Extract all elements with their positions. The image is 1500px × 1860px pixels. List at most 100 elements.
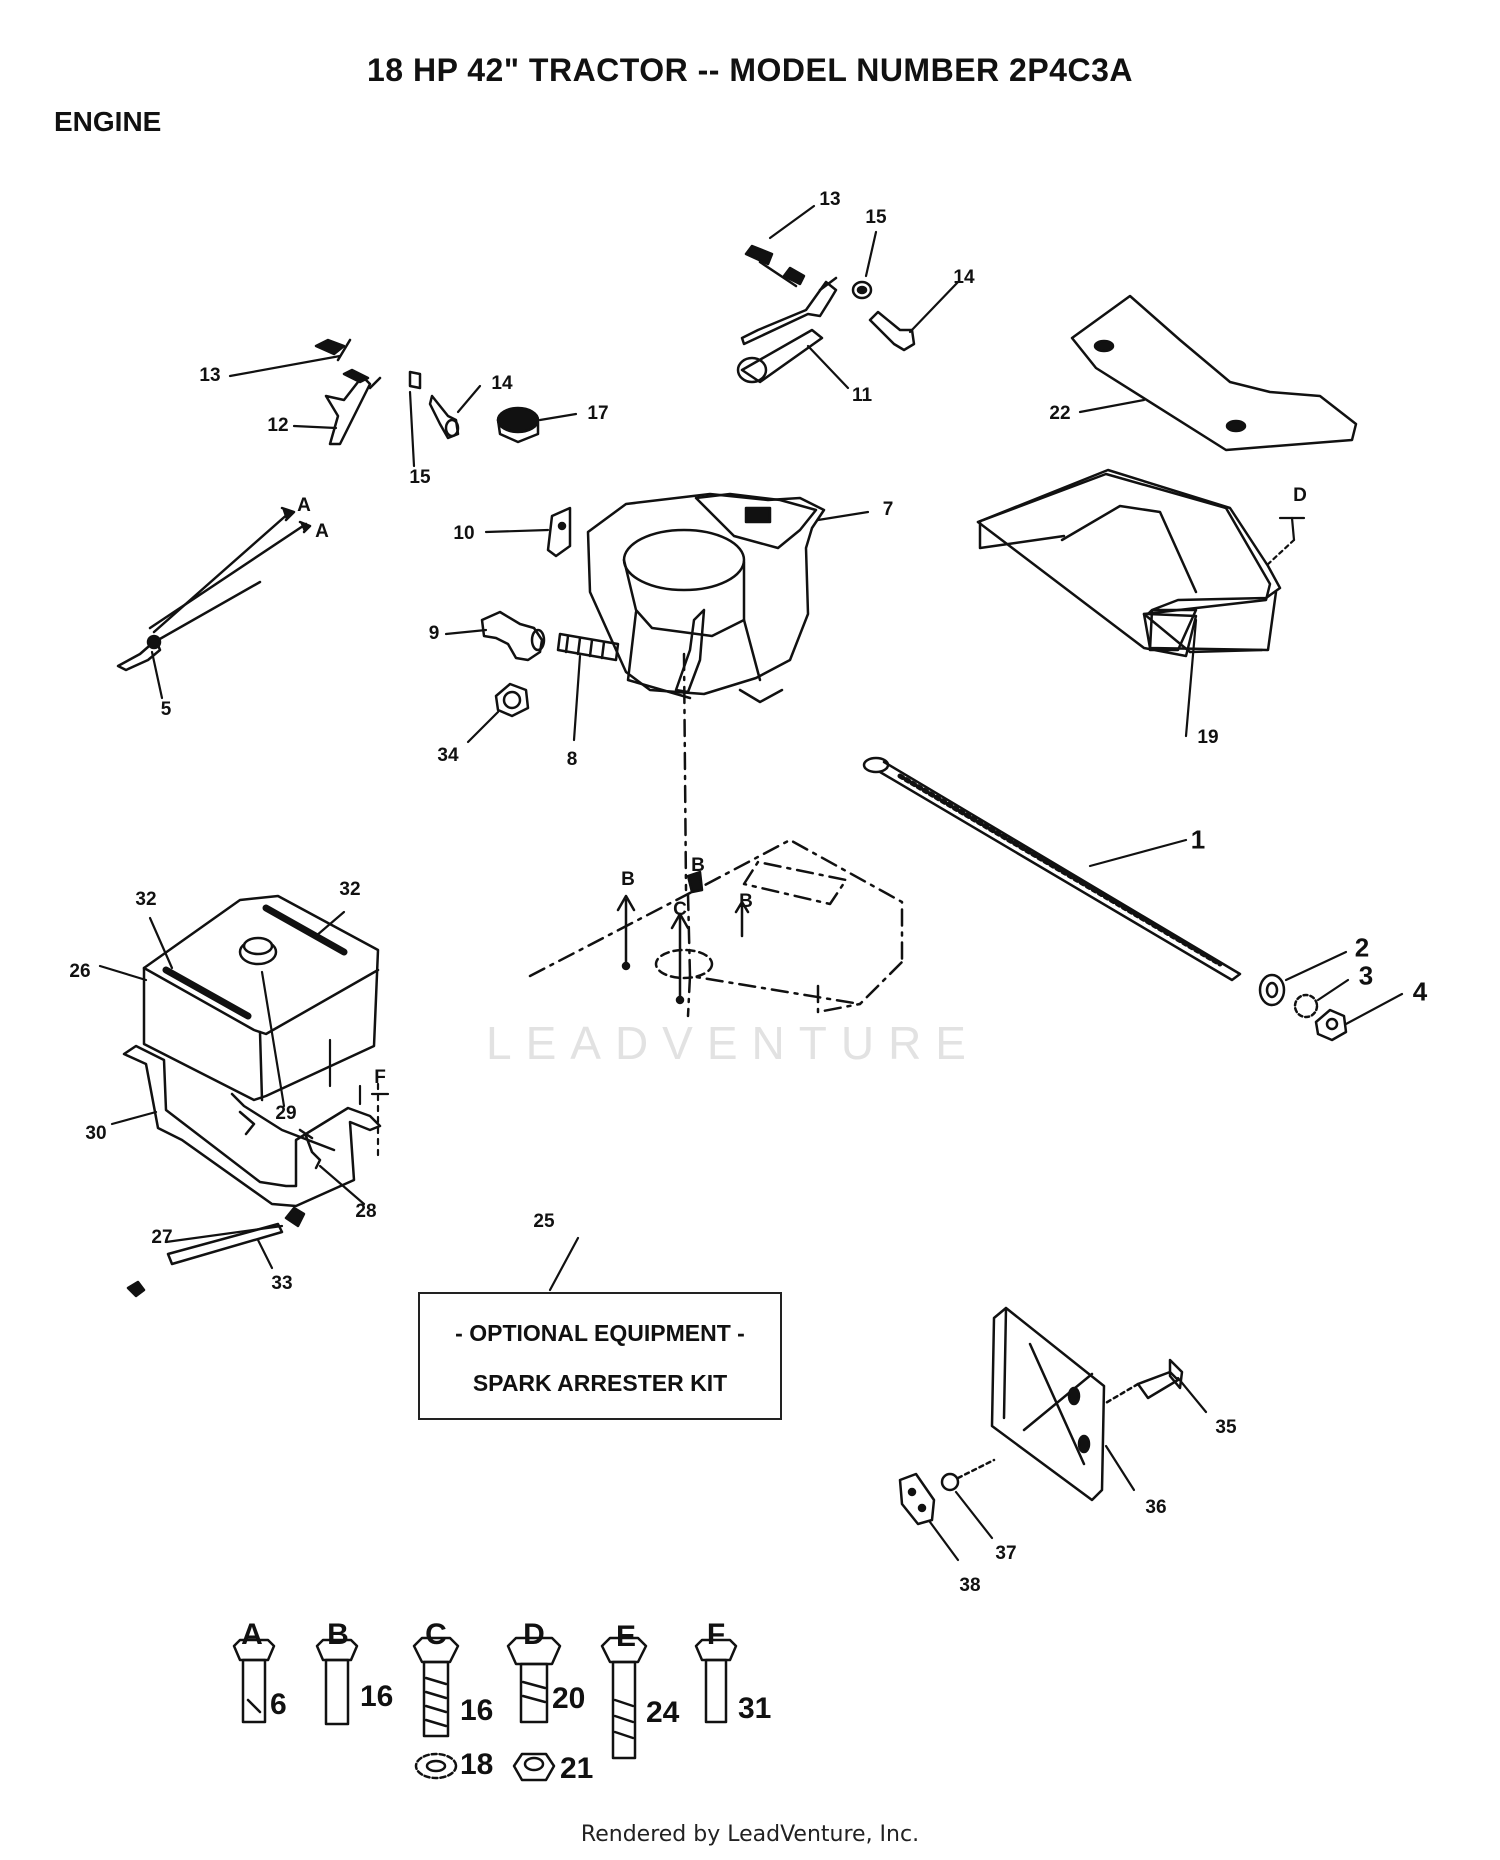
part-7-engine [586,492,826,704]
part-19-panel [976,468,1282,658]
part-4-nut [1314,1008,1348,1042]
callout-36[interactable]: 36 [1145,1497,1167,1518]
part-15-washer-right [851,280,873,300]
part-8-pipe [556,632,620,662]
part-26-fuel-tank [142,894,380,1102]
part-9-elbow [480,610,546,662]
callout-D[interactable]: D [1293,485,1307,506]
hardware-letter-C: C [425,1618,447,1651]
part-35-bolt [1102,1358,1184,1406]
part-34-cap [494,682,530,718]
hardware-part-18[interactable]: 18 [460,1748,494,1781]
hardware-letter-F: F [706,1618,726,1651]
callout-17[interactable]: 17 [587,403,609,424]
hardware-part-16[interactable]: 16 [360,1680,394,1713]
part-22-shroud [1070,294,1358,452]
part-10-bracket [546,506,572,558]
leader-lines [98,204,1404,1562]
callout-A[interactable]: A [297,495,311,516]
tractor-frame [528,652,904,1018]
part-14-bolt-left [428,394,460,440]
lockwasher-18 [414,1752,458,1780]
optional-equipment-box: - OPTIONAL EQUIPMENT - SPARK ARRESTER KI… [418,1292,782,1420]
hardware-part-21[interactable]: 21 [560,1752,594,1785]
callout-27[interactable]: 27 [151,1227,173,1248]
part-14-bolt-right [868,310,916,352]
hardware-key [232,1636,738,1782]
callout-35[interactable]: 35 [1215,1417,1237,1438]
callout-13[interactable]: 13 [199,365,221,386]
part-37-nut [940,1458,996,1492]
callout-3[interactable]: 3 [1358,960,1374,991]
callout-12[interactable]: 12 [267,415,289,436]
hardware-part-20[interactable]: 20 [552,1682,586,1715]
watermark: LEADVENTURE [486,1017,980,1069]
spark-arrester-label: SPARK ARRESTER KIT [472,1370,728,1396]
callout-13[interactable]: 13 [819,189,841,210]
callout-30[interactable]: 30 [85,1123,107,1144]
hardware-part-6[interactable]: 6 [270,1688,287,1721]
part-5-cable [116,506,312,672]
hardware-part-16[interactable]: 16 [460,1694,494,1727]
callout-22[interactable]: 22 [1049,403,1071,424]
bolt-E [600,1636,648,1760]
frame-bolts [616,870,750,1005]
callout-B[interactable]: B [621,869,635,890]
hardware-letter-B: B [327,1618,349,1651]
hardware-letter-A: A [241,1618,263,1651]
callout-15[interactable]: 15 [409,467,431,488]
part-30-tank-strap [122,1044,382,1208]
callout-34[interactable]: 34 [437,745,459,766]
bolt-F [694,1638,738,1724]
optional-equipment-label: - OPTIONAL EQUIPMENT - [455,1320,745,1346]
footer-credit: Rendered by LeadVenture, Inc. [580,1822,920,1847]
callout-5[interactable]: 5 [160,699,172,720]
callout-33[interactable]: 33 [271,1273,293,1294]
locknut-21 [512,1752,556,1782]
part-15-washer-left [408,370,422,390]
page-title: 18 HP 42" TRACTOR -- MODEL NUMBER 2P4C3A [367,52,1133,88]
callout-32[interactable]: 32 [339,879,361,900]
callout-2[interactable]: 2 [1354,932,1370,963]
part-3-lockwasher [1293,993,1319,1019]
callout-26[interactable]: 26 [69,961,91,982]
callout-7[interactable]: 7 [882,499,894,520]
callout-C[interactable]: C [673,899,687,920]
part-2-washer [1258,973,1286,1007]
callout-14[interactable]: 14 [953,267,975,288]
part-1-rod [862,756,1242,982]
hardware-letter-D: D [523,1618,545,1651]
bolt-D [506,1636,562,1724]
callout-25[interactable]: 25 [533,1211,555,1232]
hardware-part-31[interactable]: 31 [738,1692,772,1725]
callout-A[interactable]: A [315,521,329,542]
callout-19[interactable]: 19 [1197,727,1219,748]
callout-F[interactable]: F [374,1067,386,1088]
part-36-screen [990,1306,1106,1502]
part-27-clamp [126,1206,306,1298]
callout-14[interactable]: 14 [491,373,513,394]
part-33-hose [166,1222,284,1266]
callout-1[interactable]: 1 [1190,824,1206,855]
callout-15[interactable]: 15 [865,207,887,228]
callout-9[interactable]: 9 [428,623,440,644]
callout-B[interactable]: B [739,891,753,912]
callout-8[interactable]: 8 [566,749,578,770]
callout-4[interactable]: 4 [1412,976,1428,1007]
bolt-A [232,1638,276,1724]
callout-37[interactable]: 37 [995,1543,1017,1564]
bolt-B [315,1638,359,1726]
bolt-C [412,1636,460,1738]
callout-10[interactable]: 10 [453,523,475,544]
callout-11[interactable]: 11 [851,385,873,406]
callout-B[interactable]: B [691,855,705,876]
callout-29[interactable]: 29 [275,1103,297,1124]
callout-28[interactable]: 28 [355,1201,377,1222]
part-38-clip [898,1472,936,1526]
part-11-linkage [736,244,838,384]
hardware-letter-E: E [615,1620,637,1653]
callout-38[interactable]: 38 [959,1575,981,1596]
callout-32[interactable]: 32 [135,889,157,910]
hardware-part-24[interactable]: 24 [646,1696,680,1729]
